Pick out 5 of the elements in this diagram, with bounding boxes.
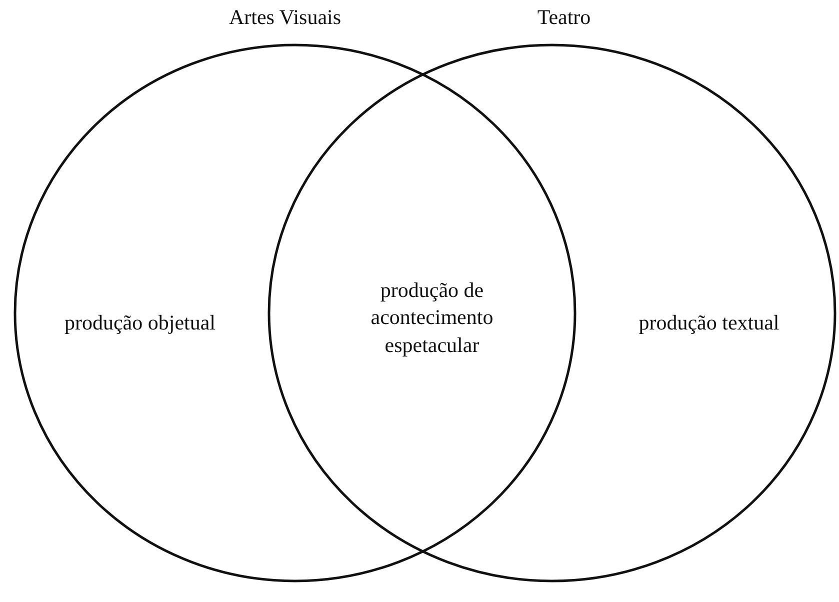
set-title: Teatro [537, 5, 591, 30]
set-text: produção objetual [64, 310, 216, 336]
intersection-text: produção de acontecimento espetacular [370, 277, 494, 359]
set-text: produção textual [638, 310, 780, 336]
set-title: Artes Visuais [228, 5, 342, 30]
